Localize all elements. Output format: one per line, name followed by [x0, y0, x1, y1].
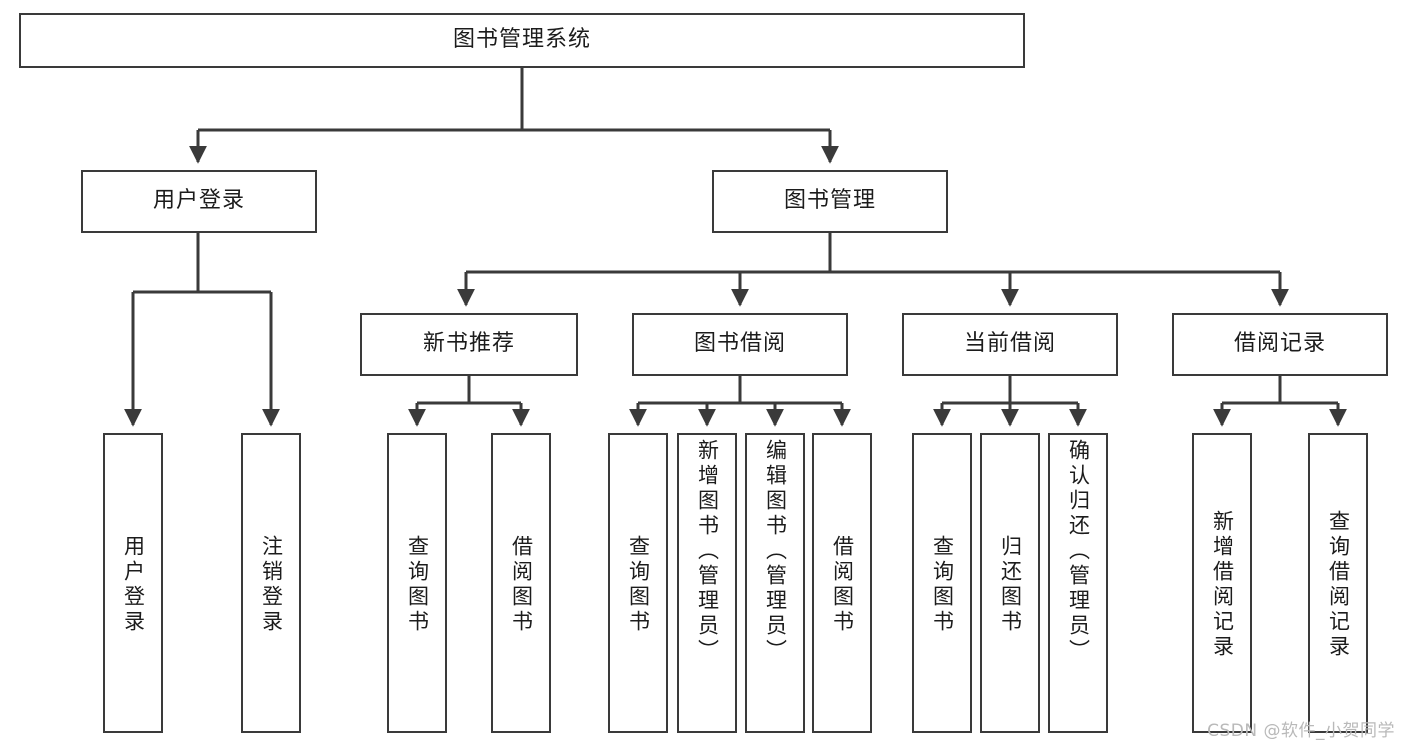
leaf-return-book[interactable]: 归还图书 — [980, 433, 1040, 733]
leaf-logout-login[interactable]: 注销登录 — [241, 433, 301, 733]
leaf-query-book-1[interactable]: 查询图书 — [387, 433, 447, 733]
leaf-query-record-label: 查询借阅记录 — [1326, 510, 1351, 660]
leaf-borrow-book-1-label: 借阅图书 — [509, 535, 534, 635]
node-current-borrow[interactable]: 当前借阅 — [902, 313, 1118, 376]
leaf-borrow-book-2-label: 借阅图书 — [830, 535, 855, 635]
leaf-logout-login-label: 注销登录 — [259, 535, 284, 635]
leaf-query-book-3-label: 查询图书 — [930, 535, 955, 635]
node-borrow-record[interactable]: 借阅记录 — [1172, 313, 1388, 376]
leaf-borrow-book-2[interactable]: 借阅图书 — [812, 433, 872, 733]
node-book-borrow-label: 图书借阅 — [693, 331, 786, 357]
leaf-query-record[interactable]: 查询借阅记录 — [1308, 433, 1368, 733]
leaf-query-book-1-label: 查询图书 — [405, 535, 430, 635]
leaf-confirm-return[interactable]: 确认归还（管理员） — [1048, 433, 1108, 733]
leaf-query-book-3[interactable]: 查询图书 — [912, 433, 972, 733]
leaf-query-book-2-label: 查询图书 — [626, 535, 651, 635]
leaf-user-login-label: 用户登录 — [121, 535, 146, 635]
leaf-query-book-2[interactable]: 查询图书 — [608, 433, 668, 733]
node-new-book-recommend[interactable]: 新书推荐 — [360, 313, 578, 376]
node-user-login-label: 用户登录 — [152, 188, 245, 214]
leaf-add-record[interactable]: 新增借阅记录 — [1192, 433, 1252, 733]
node-book-manage[interactable]: 图书管理 — [712, 170, 948, 233]
leaf-user-login[interactable]: 用户登录 — [103, 433, 163, 733]
node-root[interactable]: 图书管理系统 — [19, 13, 1025, 68]
leaf-return-book-label: 归还图书 — [998, 535, 1023, 635]
node-book-manage-label: 图书管理 — [783, 188, 876, 214]
leaf-borrow-book-1[interactable]: 借阅图书 — [491, 433, 551, 733]
node-current-borrow-label: 当前借阅 — [963, 331, 1056, 357]
node-book-borrow[interactable]: 图书借阅 — [632, 313, 848, 376]
leaf-add-record-label: 新增借阅记录 — [1210, 510, 1235, 660]
leaf-edit-book[interactable]: 编辑图书（管理员） — [745, 433, 805, 733]
node-root-label: 图书管理系统 — [452, 27, 591, 53]
leaf-add-book-label: 新增图书（管理员） — [695, 439, 720, 664]
leaf-edit-book-label: 编辑图书（管理员） — [763, 439, 788, 664]
node-borrow-record-label: 借阅记录 — [1233, 331, 1326, 357]
node-user-login[interactable]: 用户登录 — [81, 170, 317, 233]
leaf-add-book[interactable]: 新增图书（管理员） — [677, 433, 737, 733]
node-new-book-recommend-label: 新书推荐 — [422, 331, 515, 357]
leaf-confirm-return-label: 确认归还（管理员） — [1066, 439, 1091, 664]
